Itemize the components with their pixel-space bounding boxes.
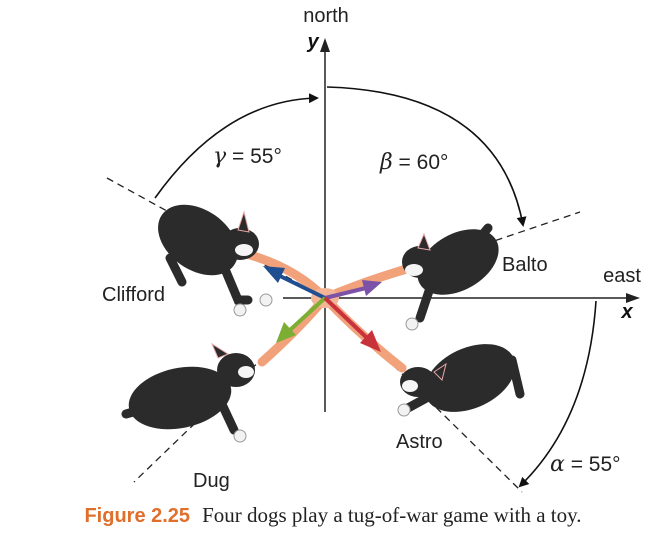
dug-force-arrow [276, 322, 296, 343]
astro-force-shaft [323, 296, 368, 339]
alpha-angle-label: α = 55° [550, 452, 621, 477]
astro-paw [397, 403, 411, 417]
astro-ear [433, 362, 447, 381]
astro-force-arrow [360, 330, 381, 352]
alpha-arc [518, 300, 597, 488]
x-axis-arrowhead [626, 293, 640, 303]
dog-label-astro: Astro [396, 431, 443, 453]
beta-angle-label: β = 60° [379, 150, 448, 175]
dog-label-balto: Balto [502, 254, 548, 276]
astro-back-leg [507, 355, 525, 399]
dug-front-leg [215, 395, 239, 435]
dog-clifford [158, 204, 273, 317]
balto-front-leg [415, 277, 437, 323]
balto-back-leg [473, 223, 493, 245]
dog-dug [121, 342, 255, 443]
clifford-force-arrow [263, 266, 285, 283]
beta-symbol: β [379, 150, 393, 175]
balto-force-arrow [362, 280, 382, 296]
gamma-arc [154, 93, 319, 199]
dog-balto [402, 223, 499, 331]
alpha-symbol: α [550, 452, 565, 477]
astro-muzzle [402, 380, 418, 392]
x-axis-label: x [620, 301, 633, 323]
astro-body [424, 344, 516, 412]
dug-paw [233, 429, 247, 443]
balto-paw [405, 317, 419, 331]
dug-ear [210, 342, 230, 359]
dug-back-leg [121, 405, 145, 419]
dog-astro [397, 344, 525, 417]
alpha-value: = 55° [565, 453, 621, 476]
y-axis-label: y [306, 31, 319, 53]
dog-label-dug: Dug [193, 470, 230, 492]
clifford-ear [237, 210, 250, 233]
north-label: north [303, 5, 349, 27]
angle-arcs [154, 86, 597, 488]
astro-front-leg [403, 391, 435, 413]
balto-force-shaft [324, 286, 367, 300]
coordinate-axes [283, 38, 640, 412]
y-axis-arrowhead [320, 38, 330, 52]
clifford-body [158, 204, 238, 276]
clifford-paw-2 [233, 303, 247, 317]
clifford-force-shaft [279, 274, 326, 300]
clifford-paw [259, 293, 273, 307]
beta-value: = 60° [393, 151, 449, 174]
gamma-angle-label: γ = 55° [213, 144, 282, 169]
clifford-front-leg [217, 257, 253, 305]
gamma-value: = 55° [226, 145, 282, 168]
beta-arc [326, 86, 527, 227]
clifford-muzzle [235, 244, 253, 256]
balto-muzzle [405, 264, 423, 276]
dug-force-shaft [288, 296, 327, 332]
gamma-symbol: γ [213, 144, 227, 169]
clifford-back-leg [165, 253, 187, 287]
force-arrows [263, 266, 382, 352]
dug-muzzle [238, 366, 254, 378]
balto-ear [417, 232, 431, 251]
dog-label-clifford: Clifford [102, 284, 165, 306]
caption-text: Four dogs play a tug-of-war game with a … [202, 503, 582, 527]
dug-body [128, 366, 232, 430]
east-label: east [603, 265, 641, 287]
figure-caption: Figure 2.25 Four dogs play a tug-of-war g… [0, 503, 666, 528]
dug-head [217, 353, 255, 387]
caption-label: Figure 2.25 [84, 505, 191, 527]
balto-body [417, 229, 499, 295]
